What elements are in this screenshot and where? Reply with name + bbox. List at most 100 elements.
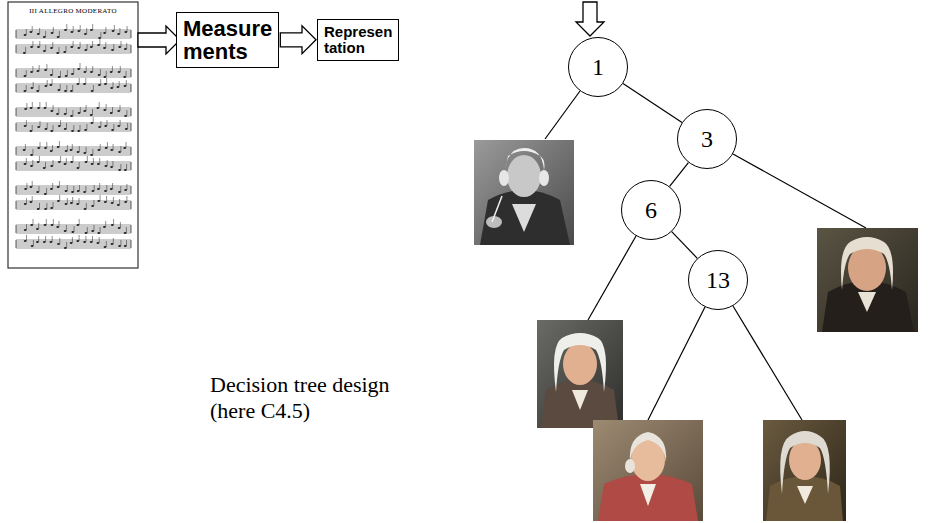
note-head <box>110 188 113 190</box>
note-stem <box>126 142 127 148</box>
note-stem <box>59 221 60 227</box>
note-stem <box>53 219 54 225</box>
note-stem <box>66 225 67 231</box>
note-stem <box>66 24 67 30</box>
staff-line <box>16 186 131 187</box>
note-stem <box>79 78 80 84</box>
note-head <box>36 90 39 92</box>
note-stem <box>32 181 33 187</box>
note-head <box>30 31 33 33</box>
note-head <box>104 76 107 78</box>
note-head <box>98 74 101 76</box>
note-stem <box>60 84 61 90</box>
note-head <box>78 112 81 114</box>
note-head <box>65 190 68 192</box>
note-head <box>78 30 81 32</box>
staff-line <box>16 188 131 189</box>
staff-line <box>16 114 131 115</box>
note-stem <box>106 185 107 191</box>
note-stem <box>126 110 127 116</box>
note-head <box>71 73 74 75</box>
note-stem <box>107 120 108 126</box>
note-head <box>24 90 27 92</box>
note-head <box>98 149 101 151</box>
note-head <box>110 87 113 89</box>
note-head <box>43 50 46 52</box>
note-head <box>56 113 59 115</box>
node-text: 13 <box>706 267 730 294</box>
note-head <box>76 203 79 205</box>
note-stem <box>52 69 53 75</box>
note-stem <box>87 227 88 233</box>
note-stem <box>127 26 128 32</box>
sheet-title: III ALLEGRO MODERATO <box>8 7 138 15</box>
note-stem <box>93 85 94 91</box>
note-stem <box>25 47 26 53</box>
leaf-line <box>733 306 802 420</box>
note-stem <box>26 198 27 204</box>
note-head <box>112 30 115 32</box>
note-stem <box>126 80 127 86</box>
note-head <box>64 128 67 130</box>
note-stem <box>92 236 93 242</box>
note-stem <box>39 203 40 209</box>
note-stem <box>94 225 95 231</box>
bar-line <box>16 30 17 38</box>
note-stem <box>67 145 68 151</box>
note-stem <box>52 236 53 242</box>
staff-line <box>16 51 131 52</box>
note-head <box>24 203 27 205</box>
note-head <box>97 107 100 109</box>
note-head <box>110 166 113 168</box>
staff-line <box>16 205 131 206</box>
note-head <box>37 33 40 35</box>
note-head <box>30 186 33 188</box>
note-stem <box>33 82 34 88</box>
note-head <box>37 46 40 48</box>
note-stem <box>80 125 81 131</box>
sheet-music <box>8 2 138 268</box>
note-stem <box>59 181 60 187</box>
note-stem <box>53 160 54 166</box>
note-head <box>84 208 87 210</box>
note-head <box>71 231 74 233</box>
bar-line <box>16 45 17 53</box>
note-head <box>105 165 108 167</box>
note-stem <box>39 102 40 108</box>
process-box: Measure ments <box>176 12 279 68</box>
note-stem <box>79 146 80 152</box>
note-stem <box>100 195 101 201</box>
note-stem <box>46 142 47 148</box>
note-stem <box>66 242 67 248</box>
staff-line <box>16 147 131 148</box>
bar-line <box>131 240 132 248</box>
note-stem <box>99 237 100 243</box>
composer-portrait <box>474 140 574 245</box>
note-head <box>45 85 48 87</box>
bar-line <box>131 123 132 131</box>
note-stem <box>106 104 107 110</box>
note-stem <box>86 105 87 111</box>
note-head <box>103 47 106 49</box>
note-head <box>71 130 74 132</box>
note-stem <box>26 29 27 35</box>
note-stem <box>112 161 113 167</box>
note-stem <box>120 164 121 170</box>
note-stem <box>73 41 74 47</box>
note-head <box>77 130 80 132</box>
note-stem <box>120 146 121 152</box>
staff-line <box>16 112 131 113</box>
note-stem <box>112 107 113 113</box>
note-head <box>57 200 60 202</box>
note-head <box>77 83 80 85</box>
node-text: Measure ments <box>183 17 272 63</box>
note-stem <box>39 65 40 71</box>
note-stem <box>107 160 108 166</box>
note-stem <box>32 149 33 155</box>
staff-line <box>16 116 131 117</box>
note-head <box>90 46 93 48</box>
note-head <box>64 247 67 249</box>
note-head <box>37 208 40 210</box>
